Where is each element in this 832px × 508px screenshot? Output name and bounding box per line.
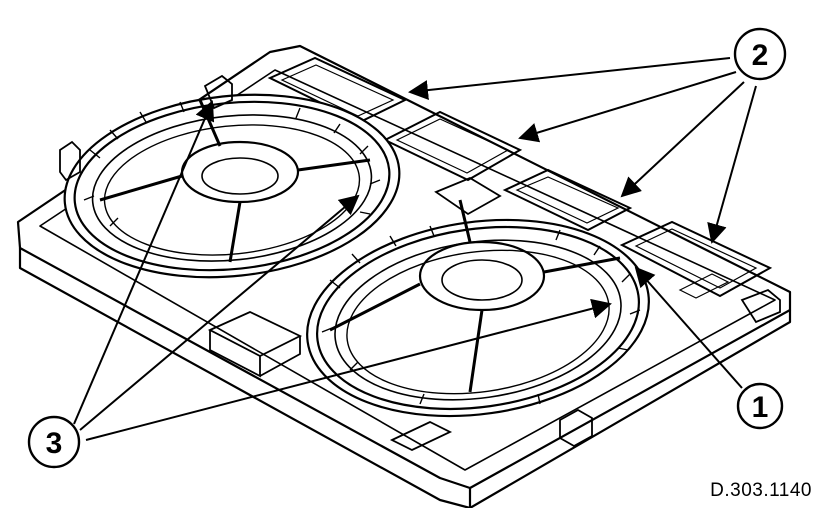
arrow-2-to-pad-1 <box>408 57 731 101</box>
shroud-details <box>59 74 781 452</box>
pad-2-inner <box>395 118 510 174</box>
centre-bracket <box>434 176 502 216</box>
left-spokes <box>99 99 371 263</box>
callout-1-circle <box>736 382 784 430</box>
pad-3 <box>502 168 633 232</box>
arrow-2-to-pad-3 <box>620 81 745 198</box>
reference-code: D.303.1140 <box>710 480 812 501</box>
pad-1-inner <box>280 64 395 117</box>
leader-arrows <box>73 57 757 441</box>
arrow-2-to-pad-4 <box>707 85 757 244</box>
arrow-3-to-left-clip <box>73 100 215 425</box>
lower-slot <box>389 420 453 452</box>
left-ring-hatch <box>83 101 381 227</box>
left-ring-inner-2 <box>103 124 361 256</box>
right-ring-hatch <box>321 225 641 405</box>
arrow-3-to-centre-clip <box>79 194 360 431</box>
right-tab <box>740 288 781 324</box>
callout-3-circle <box>27 415 81 469</box>
pad-4-slot <box>678 273 730 299</box>
left-lower-box-side <box>209 330 301 378</box>
callout-2: 2 <box>733 27 787 81</box>
pad-3-inner <box>515 176 620 224</box>
callout-1-label: 1 <box>752 391 769 424</box>
callout-2-label: 2 <box>752 39 769 72</box>
left-hub-inner <box>201 157 279 195</box>
arrow-3-to-right-clip <box>85 298 612 441</box>
bottom-clip <box>559 408 593 448</box>
right-hub-inner <box>441 259 523 301</box>
callout-3-label: 3 <box>46 427 63 460</box>
arrow-2-to-pad-2 <box>518 71 737 143</box>
callout-3: 3 <box>27 415 81 469</box>
pad-4-inner <box>634 228 758 289</box>
pads <box>267 56 773 299</box>
arrow-1-to-ring <box>634 266 743 389</box>
pad-4 <box>619 220 773 298</box>
callout-2-circle <box>733 27 787 81</box>
pad-2 <box>382 110 523 182</box>
left-ring-inner <box>91 114 373 262</box>
left-clip <box>59 140 81 182</box>
callout-1: 1 <box>736 382 784 430</box>
right-spokes <box>329 199 621 393</box>
shroud-frame-edge <box>18 248 792 508</box>
right-fan-ring <box>306 199 650 418</box>
